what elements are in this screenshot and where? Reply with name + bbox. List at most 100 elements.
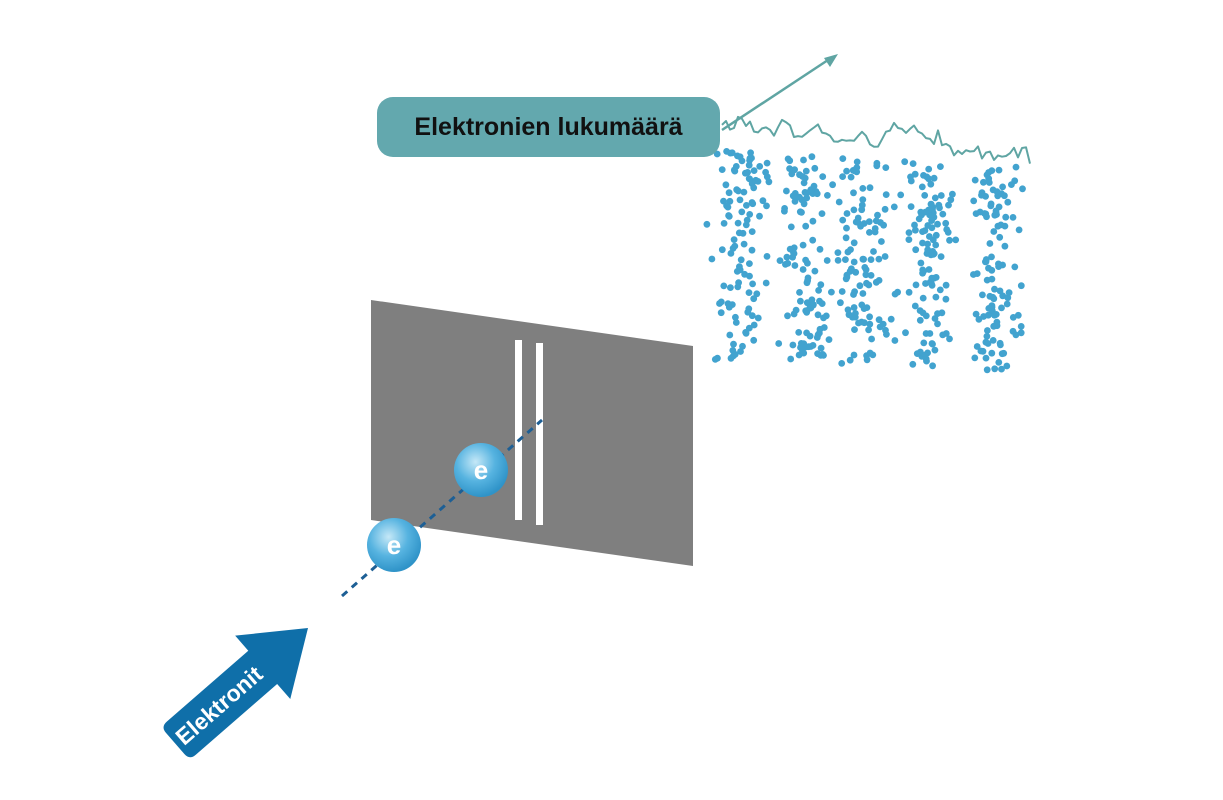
hit-dot <box>733 186 741 194</box>
hit-dot <box>746 272 753 280</box>
hit-dot <box>850 291 857 298</box>
hit-dot <box>825 336 833 343</box>
hit-dot <box>763 159 771 167</box>
hit-dot <box>849 313 856 321</box>
hit-dot <box>919 294 927 302</box>
hit-dot <box>949 190 956 198</box>
hit-dot <box>790 244 798 252</box>
hit-dot <box>991 365 999 373</box>
hit-dot <box>879 320 887 328</box>
hit-dot <box>927 180 935 188</box>
hit-dot <box>873 159 881 167</box>
hit-dot <box>984 311 992 319</box>
hit-dot <box>887 315 895 323</box>
hit-dot <box>952 236 960 244</box>
hit-dot <box>746 175 754 183</box>
hit-dot <box>735 229 743 237</box>
hit-dot <box>871 225 879 232</box>
hit-dot <box>1001 192 1008 200</box>
hit-dot <box>928 217 935 225</box>
hit-dot <box>925 165 933 173</box>
hit-dot <box>811 164 819 172</box>
hit-dot <box>740 240 748 248</box>
hit-dot <box>857 222 864 230</box>
hit-dot <box>716 300 723 307</box>
hit-dot <box>858 201 866 209</box>
hit-dot <box>850 351 858 359</box>
hit-dot <box>800 156 807 164</box>
hit-dot <box>736 153 744 161</box>
hit-dot <box>843 167 850 175</box>
hit-dot <box>862 271 870 279</box>
hit-dot <box>819 173 827 181</box>
hit-dot <box>784 260 792 267</box>
hit-dot <box>765 178 773 186</box>
hit-dot <box>1008 181 1015 189</box>
electron-2: e <box>454 443 508 497</box>
hit-dot <box>731 242 739 250</box>
hit-dot <box>987 202 995 210</box>
hit-dot <box>912 281 920 289</box>
hit-dot <box>859 196 867 204</box>
electron-1: e <box>367 518 421 572</box>
hit-dot <box>754 314 762 322</box>
hit-dot <box>905 236 913 244</box>
hit-dot <box>905 288 913 296</box>
hit-dot <box>919 228 926 236</box>
hit-dot <box>936 204 943 212</box>
hit-dot <box>982 354 990 362</box>
hit-dot <box>1004 198 1012 206</box>
hit-dot <box>924 240 931 248</box>
hit-dot <box>763 253 771 260</box>
hit-dot <box>928 282 936 289</box>
hit-dot <box>995 203 1003 211</box>
hit-dot <box>872 278 880 286</box>
hit-dot <box>931 346 939 354</box>
hit-dot <box>995 263 1002 270</box>
hit-dot <box>746 260 753 267</box>
hit-dot <box>723 202 730 210</box>
hit-dot <box>713 150 721 158</box>
hit-dot <box>748 228 756 236</box>
hit-dot <box>890 203 898 211</box>
hit-dot <box>931 194 939 202</box>
hit-dot <box>939 331 947 339</box>
hit-dot <box>868 335 875 343</box>
hit-dot <box>746 211 754 218</box>
hit-dot <box>991 285 998 293</box>
hit-dot <box>875 255 883 263</box>
hit-dot <box>939 210 947 218</box>
hit-dot <box>727 284 734 291</box>
hit-dot <box>739 342 746 350</box>
hit-dot <box>929 248 937 255</box>
hit-dot <box>919 239 926 247</box>
hit-dot <box>838 288 846 295</box>
hit-dot <box>838 360 846 367</box>
hit-dot <box>921 351 929 359</box>
hit-dot <box>787 223 795 231</box>
hit-dot <box>708 255 716 263</box>
hit-dot <box>975 316 983 323</box>
hit-dot <box>726 331 734 339</box>
hit-dot <box>734 219 742 227</box>
hit-dot <box>911 302 919 310</box>
hit-dot <box>902 329 909 337</box>
hit-dot <box>923 357 930 365</box>
electron-path <box>341 418 543 598</box>
hit-dot <box>799 241 807 249</box>
hit-dot <box>970 197 978 205</box>
hit-dot <box>1002 213 1010 221</box>
hit-dot <box>863 279 870 287</box>
hit-dot <box>946 236 953 244</box>
hit-dot <box>759 197 767 205</box>
hit-dot <box>817 344 825 352</box>
hit-dot <box>810 182 818 190</box>
hit-dot <box>843 210 851 217</box>
hit-dot <box>878 238 885 245</box>
hit-dot <box>788 170 796 178</box>
hit-dot <box>1001 242 1009 250</box>
hit-dot <box>720 220 728 227</box>
hit-dot <box>748 246 756 254</box>
hit-dot <box>1005 289 1013 296</box>
electron-hit-pattern <box>703 148 1026 374</box>
